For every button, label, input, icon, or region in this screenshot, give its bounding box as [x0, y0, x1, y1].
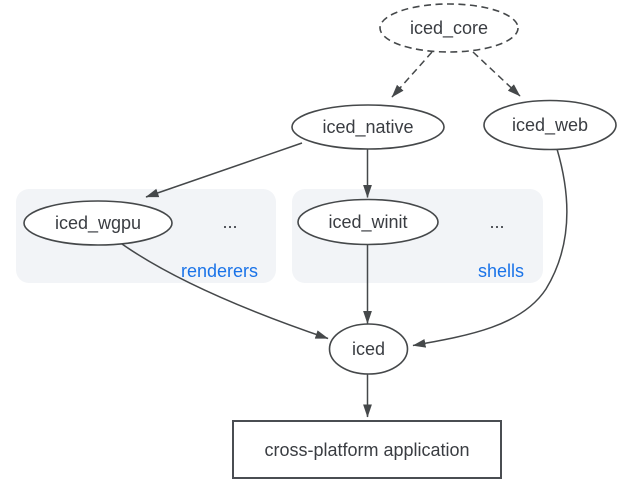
iced-native-label: iced_native [322, 117, 413, 138]
node-iced-wgpu: iced_wgpu [23, 200, 173, 246]
edges [121, 51, 568, 418]
edge-iced-wgpu-to-iced [121, 243, 329, 340]
edge-iced-core-to-iced-web [472, 51, 521, 97]
node-iced: iced [328, 323, 409, 375]
iced-winit-label: iced_winit [328, 212, 407, 233]
iced-core-label: iced_core [410, 18, 488, 39]
iced-winit-ellipse [297, 198, 439, 246]
application-box [232, 420, 502, 479]
edge-iced-web-to-iced [412, 148, 568, 348]
node-cross-platform-application: cross-platform application [232, 420, 502, 479]
edge-iced-native-to-iced-wgpu [145, 142, 303, 198]
node-iced-core: iced_core [379, 3, 519, 53]
application-label: cross-platform application [264, 440, 469, 460]
node-iced-native: iced_native [291, 104, 445, 150]
shells-group-label: shells [478, 261, 524, 281]
iced-core-ellipse [379, 3, 519, 53]
iced-web-ellipse [483, 99, 617, 151]
iced-native-ellipse [291, 104, 445, 150]
iced-label: iced [352, 339, 385, 359]
node-iced-web: iced_web [483, 99, 617, 151]
renderers-more-indicator: ... [222, 212, 237, 232]
edge-iced-core-to-iced-native [391, 51, 433, 98]
shells-more-indicator: ... [489, 212, 504, 232]
node-iced-winit: iced_winit [297, 198, 439, 246]
renderers-group-label: renderers [181, 261, 258, 281]
iced-wgpu-ellipse [23, 200, 173, 246]
iced-wgpu-label: iced_wgpu [55, 213, 141, 234]
iced-web-label: iced_web [512, 115, 588, 136]
iced-ellipse [328, 323, 409, 375]
